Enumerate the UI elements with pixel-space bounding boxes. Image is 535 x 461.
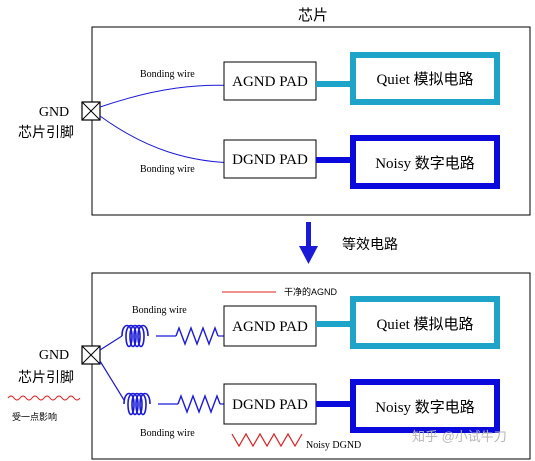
agnd-pad-bottom bbox=[223, 305, 317, 347]
disturb-noise-wave bbox=[7, 395, 81, 401]
chip-pin-label-bottom: 芯片引脚 bbox=[18, 369, 74, 385]
resistor-dgnd bbox=[177, 394, 221, 414]
pin-to-inductor-upper bbox=[99, 335, 123, 351]
clean-agnd-label: 干净的AGND bbox=[284, 286, 338, 297]
chip-title: 芯片 bbox=[298, 7, 328, 24]
agnd-pad-label-bottom: AGND PAD bbox=[232, 319, 308, 335]
noisy-digital-label-top: Noisy 数字电路 bbox=[375, 155, 475, 172]
gnd-label-top: GND bbox=[39, 105, 69, 120]
watermark-text: 知乎 @小试牛刀 bbox=[412, 429, 507, 444]
dgnd-pad-label-bottom: DGND PAD bbox=[232, 397, 308, 413]
quiet-analog-circuit-top bbox=[350, 52, 500, 105]
noisy-digital-label-bottom: Noisy 数字电路 bbox=[375, 399, 475, 416]
noisy-digital-circuit-top bbox=[350, 135, 500, 189]
bonding-wire-label-bottom-1: Bonding wire bbox=[132, 305, 187, 316]
gnd-label-bottom: GND bbox=[39, 348, 69, 363]
chip-outline-bottom bbox=[91, 272, 531, 460]
pin-to-inductor-lower bbox=[99, 360, 125, 401]
noisy-dgnd-label: Noisy DGND bbox=[306, 440, 361, 451]
equivalent-arrow bbox=[299, 222, 318, 264]
chip-pin-label-top: 芯片引脚 bbox=[18, 124, 74, 140]
equivalent-circuit-label: 等效电路 bbox=[342, 236, 398, 252]
agnd-pad-label-top: AGND PAD bbox=[232, 74, 308, 90]
resistor-agnd bbox=[175, 326, 219, 346]
noisy-dgnd-wave bbox=[231, 432, 303, 448]
bonding-wire-label-bottom-2: Bonding wire bbox=[140, 428, 195, 439]
quiet-analog-label-top: Quiet 模拟电路 bbox=[376, 71, 473, 88]
quiet-analog-label-bottom: Quiet 模拟电路 bbox=[376, 316, 473, 333]
bonding-wire-label-top-1: Bonding wire bbox=[140, 69, 195, 80]
quiet-analog-circuit-bottom bbox=[350, 296, 500, 349]
inductor-dgnd bbox=[123, 392, 151, 416]
chip-outline-top bbox=[91, 26, 531, 216]
disturb-label: 受一点影响 bbox=[12, 411, 57, 422]
gnd-pin-top bbox=[81, 101, 101, 121]
inductor-agnd bbox=[121, 324, 149, 348]
dgnd-pad-label-top: DGND PAD bbox=[232, 152, 308, 168]
bonding-wire-label-top-2: Bonding wire bbox=[140, 164, 195, 175]
agnd-pad-top bbox=[223, 61, 317, 101]
gnd-pin-bottom bbox=[81, 345, 101, 365]
noisy-digital-circuit-bottom bbox=[350, 379, 500, 433]
